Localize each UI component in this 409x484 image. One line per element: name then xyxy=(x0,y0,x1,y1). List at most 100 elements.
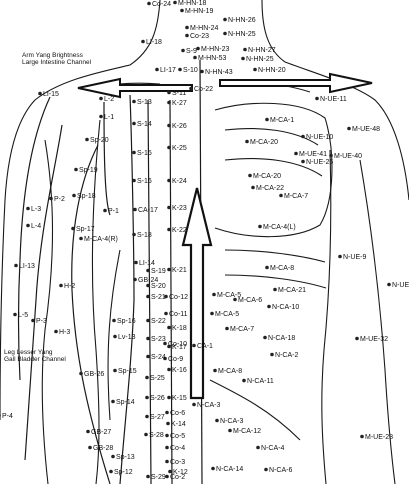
acupoint-label: N-CA-6 xyxy=(269,467,292,474)
lung-channel xyxy=(24,124,63,461)
right-torso-contour xyxy=(321,149,332,484)
acupoint-dot xyxy=(26,223,30,228)
acupoint-dot xyxy=(329,153,333,158)
acupoint-dot xyxy=(178,67,182,72)
neck-right-contour xyxy=(261,0,286,63)
acupoint-dot xyxy=(248,173,252,178)
acupoint-label: K-24 xyxy=(172,178,187,185)
acupoint-dot xyxy=(167,90,171,95)
acupoint-dot xyxy=(265,265,269,270)
acupoint-dot xyxy=(212,292,216,297)
acupoint-label: L-5 xyxy=(18,312,28,319)
acupoint-dot xyxy=(113,368,117,373)
acupoint-label: S-21 xyxy=(151,294,166,301)
acupoint-dot xyxy=(387,282,391,287)
acupoint-dot xyxy=(111,399,115,404)
arrow-up xyxy=(181,187,213,400)
acupoint-label: K-15 xyxy=(172,395,187,402)
acupoint-dot xyxy=(167,344,171,349)
acupoint-dot xyxy=(54,329,58,334)
acupoint-dot xyxy=(270,352,274,357)
acupoint-label: S-16 xyxy=(137,178,152,185)
acupoint-label: M-UE-41 xyxy=(299,151,327,158)
acupoint-dot xyxy=(134,260,138,265)
acupoint-label: H-3 xyxy=(59,329,70,336)
acupoint-dot xyxy=(263,335,267,340)
acupoint-dot xyxy=(196,46,200,51)
acupoint-dot xyxy=(185,25,189,30)
acupoint-dot xyxy=(146,354,150,359)
arm-caption-line-1: Arm Yang Brightness xyxy=(22,52,84,59)
acupoint-label: S-22 xyxy=(151,318,166,325)
acupoint-dot xyxy=(315,96,319,101)
neck-left-contour xyxy=(129,0,161,66)
acupoint-label: L-2 xyxy=(104,96,114,103)
acupoint-label: M-CA-20 xyxy=(253,173,281,180)
acupoint-label: GB-28 xyxy=(93,445,113,452)
acupoint-dot xyxy=(251,185,255,190)
acupoint-label: Co-23 xyxy=(190,33,209,40)
acupoint-dot xyxy=(146,474,150,479)
acupoint-label: N-UE-10 xyxy=(306,134,333,141)
acupoint-label: K-16 xyxy=(172,367,187,374)
acupoint-dot xyxy=(215,418,219,423)
acupoint-label: Sp-16 xyxy=(117,318,136,325)
acupoint-label: K-23 xyxy=(172,205,187,212)
acupoint-label: M-HN-23 xyxy=(201,46,229,53)
stomach-channel xyxy=(147,99,152,484)
acupoint-dot xyxy=(79,236,83,241)
acupoint-label: K-25 xyxy=(172,145,187,152)
acupoint-label: M-CA-6 xyxy=(238,297,262,304)
arrow-left xyxy=(77,77,193,99)
acupoint-label: Sp-13 xyxy=(116,454,135,461)
acupoint-dot xyxy=(103,208,107,213)
acupoint-label: N-HN-20 xyxy=(258,67,286,74)
acupoint-dot xyxy=(265,117,269,122)
acupoint-label: GB-27 xyxy=(91,429,111,436)
acupoint-dot xyxy=(146,294,150,299)
acupoint-dot xyxy=(109,469,113,474)
acupoint-label: GB-24 xyxy=(138,277,158,284)
acupoint-label: Co-11 xyxy=(169,311,188,318)
acupoint-dot xyxy=(132,99,136,104)
acupoint-label: S-15 xyxy=(137,150,152,157)
acupoint-dot xyxy=(167,205,171,210)
acupoint-label: M-CA-7 xyxy=(230,326,254,333)
acupoint-label: L-3 xyxy=(31,206,41,213)
acupoint-label: K-17 xyxy=(172,344,187,351)
acupoint-dot xyxy=(146,268,150,273)
acupoint-label: Sp-15 xyxy=(118,368,137,375)
acupoint-dot xyxy=(59,283,63,288)
acupoint-label: M-CA-1 xyxy=(270,117,294,124)
acupoint-dot xyxy=(223,17,227,22)
acupoint-dot xyxy=(223,31,227,36)
acupoint-dot xyxy=(146,318,150,323)
acupoint-dot xyxy=(243,47,247,52)
arm-caption-line-2: Large Intestine Channel xyxy=(22,59,92,66)
acupoint-label: K-27 xyxy=(172,100,187,107)
acupoint-label: L-4 xyxy=(31,223,41,230)
acupoint-label: P-4 xyxy=(2,413,13,420)
acupoint-label: S-19 xyxy=(151,268,166,275)
acupoint-label: P-2 xyxy=(54,196,65,203)
acupoint-dot xyxy=(241,56,245,61)
acupoint-label: Sp-14 xyxy=(116,399,135,406)
acupoint-label: N-CA-4 xyxy=(261,445,284,452)
right-rib-arc-3 xyxy=(224,249,326,263)
acupoint-dot xyxy=(112,318,116,323)
acupoint-label: M-CA-21 xyxy=(278,287,306,294)
acupoint-dot xyxy=(49,196,53,201)
acupoint-dot xyxy=(200,69,204,74)
acupoint-label: N-CA-3 xyxy=(220,418,243,425)
right-rib-arc-2 xyxy=(224,158,323,177)
acupoint-label: S-13 xyxy=(137,99,152,106)
acupoint-label: N-UE-9 xyxy=(343,254,366,261)
acupoint-dot xyxy=(132,178,136,183)
acupoint-label: M-HN-19 xyxy=(185,8,213,15)
acupoint-label: M-HN-18 xyxy=(178,0,206,7)
acupoint-dot xyxy=(165,445,169,450)
acupoint-dot xyxy=(38,91,42,96)
acupoint-dot xyxy=(85,137,89,142)
left-inner-arm-contour xyxy=(41,139,54,484)
